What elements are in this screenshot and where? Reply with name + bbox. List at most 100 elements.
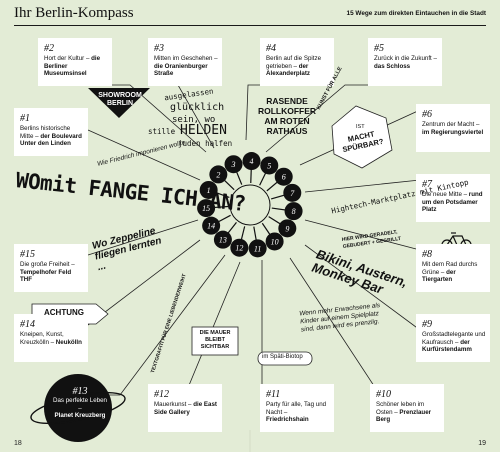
planet-icon xyxy=(30,374,126,442)
box-text: Zurück in die Zukunft – xyxy=(374,55,437,62)
box-highlight: Tempelhofer Feld THF xyxy=(20,268,72,284)
wheel-pin xyxy=(224,155,243,174)
wheel-pin xyxy=(230,238,249,257)
wheel-pin-number: 8 xyxy=(292,207,296,216)
wheel-pin-number: 14 xyxy=(207,222,215,231)
box-highlight: der Alexanderplatz xyxy=(266,62,311,78)
wheel-pin xyxy=(242,152,261,171)
spaeti-bubble xyxy=(257,351,313,366)
stille-text: stille xyxy=(148,127,176,136)
wheel-pin-number: 6 xyxy=(282,173,286,182)
wheel-pin-number: 3 xyxy=(231,160,236,169)
box-14: #14 Kneipen, Kunst, Kreuzkölln – Neuköll… xyxy=(14,314,88,362)
macht-bubble xyxy=(331,105,393,169)
wheel-pin xyxy=(209,165,228,184)
box-number: #8 xyxy=(422,249,432,260)
box-text: Mit dem Rad durchs Grüne – xyxy=(422,261,478,276)
wheel-pin-number: 2 xyxy=(216,170,220,179)
box-number: #6 xyxy=(422,109,432,120)
box-number: #5 xyxy=(374,43,384,54)
helden-text: HELDEN xyxy=(180,123,227,138)
box-text: Die große Freiheit – xyxy=(20,261,75,268)
sein-wo-text: sein, wo xyxy=(172,115,216,125)
wheel-pin xyxy=(199,180,218,199)
box-highlight: die Oranienburger Straße xyxy=(154,62,208,78)
page-number-left: 18 xyxy=(14,440,22,447)
wheel-pin-number: 7 xyxy=(290,189,295,198)
box-5: #5 Zurück in die Zukunft – das Schloss xyxy=(368,38,442,86)
box-number: #2 xyxy=(44,43,54,54)
wheel-pin-number: 9 xyxy=(285,224,289,233)
box-highlight: rund um den Potsdamer Platz xyxy=(422,191,483,214)
spaeti-text: im Späti-Biotop xyxy=(262,354,303,360)
box-text: Schöner leben im Osten – xyxy=(376,401,425,416)
header-rule xyxy=(14,25,486,26)
box-text: Berlin auf die Spitze getrieben – xyxy=(266,55,322,70)
wheel-pin xyxy=(274,167,293,186)
box-number: #7 xyxy=(422,179,432,190)
box-highlight: der Boulevard Unter den Linden xyxy=(20,132,82,148)
wheel-pin xyxy=(283,183,302,202)
box-7: #7 Die neue Mitte – rund um den Potsdame… xyxy=(416,174,490,222)
box-number: #14 xyxy=(20,319,35,330)
wheel-hub xyxy=(229,184,271,226)
box-4: #4 Berlin auf die Spitze getrieben – der… xyxy=(260,38,334,86)
box-text: Mauerkunst – xyxy=(154,401,192,408)
box-text: Party für alle, Tag und Nacht – xyxy=(266,401,327,416)
wheel-pin xyxy=(197,199,216,218)
box-number: #12 xyxy=(154,389,169,400)
box-6: #6 Zentrum der Macht – im Regierungsvier… xyxy=(416,104,490,152)
box-text: Berlins historische Mitte – xyxy=(20,125,71,140)
wheel-pin xyxy=(202,216,221,235)
page-number-right: 19 xyxy=(478,440,486,447)
box-10: #10 Schöner leben im Osten – Prenzlauer … xyxy=(370,384,444,432)
wheel-pin-number: 10 xyxy=(271,237,279,246)
wheel-pin xyxy=(260,156,279,175)
wheel-pin-number: 12 xyxy=(235,244,243,253)
showroom-label: SHOWROOM BERLIN xyxy=(98,92,142,107)
box-text: Großstadtelegante und Kaufrausch – xyxy=(422,331,486,346)
box-highlight: die Berliner Museumsinsel xyxy=(44,55,101,78)
macht-ist-text: IST xyxy=(356,124,365,130)
wheel-pin xyxy=(278,219,297,238)
wheel-pin-number: 11 xyxy=(254,244,261,253)
box-highlight: der Tiergarten xyxy=(422,268,456,284)
box-highlight: im Regierungsviertel xyxy=(422,128,484,136)
page-subtitle: 15 Wege zum direkten Eintauchen in die S… xyxy=(346,10,486,17)
box-1: #1 Berlins historische Mitte – der Boule… xyxy=(14,108,88,156)
wheel-pin xyxy=(265,232,284,251)
box-number: #4 xyxy=(266,43,276,54)
box-number: #15 xyxy=(20,249,35,260)
box-highlight: Neukölln xyxy=(55,338,82,346)
achtung-text: ACHTUNG xyxy=(44,308,84,317)
box-text: Zentrum der Macht – xyxy=(422,121,480,128)
box-text: Kneipen, Kunst, Kreuzkölln – xyxy=(20,331,64,346)
wheel-pin-number: 4 xyxy=(250,157,254,166)
box-highlight: die East Side Gallery xyxy=(154,401,217,416)
box-highlight: Friedrichshain xyxy=(266,416,309,424)
box-text: Die neue Mitte – xyxy=(422,191,468,198)
juden-helfen-text: juden halfen xyxy=(178,139,233,148)
box-highlight: Planet Kreuzberg xyxy=(54,412,106,420)
wheel-pin-number: 1 xyxy=(207,186,211,195)
wheel-pin-number: 5 xyxy=(267,161,271,170)
box-8: #8 Mit dem Rad durchs Grüne – der Tierga… xyxy=(416,244,490,292)
box-highlight: das Schloss xyxy=(374,62,411,70)
box-11: #11 Party für alle, Tag und Nacht – Frie… xyxy=(260,384,334,432)
box-number: #11 xyxy=(266,389,281,400)
rasende-text: RASENDE ROLLKOFFER AM ROTEN RATHAUS xyxy=(257,96,317,136)
wheel-pin xyxy=(248,239,267,258)
box-number: #13 xyxy=(72,386,88,397)
gluecklich-text: glücklich xyxy=(170,102,225,113)
box-text: Das perfekte Leben – xyxy=(52,397,107,412)
wheel-pin xyxy=(284,202,303,221)
box-number: #9 xyxy=(422,319,432,330)
box-13: #13 Das perfekte Leben – Planet Kreuzber… xyxy=(52,386,108,420)
box-9: #9 Großstadtelegante und Kaufrausch – de… xyxy=(416,314,490,362)
box-2: #2 Hort der Kultur – die Berliner Museum… xyxy=(38,38,112,86)
box-highlight: Prenzlauer Berg xyxy=(376,408,432,424)
box-3: #3 Mitten im Geschehen – die Oranienburg… xyxy=(148,38,222,86)
box-12: #12 Mauerkunst – die East Side Gallery xyxy=(148,384,222,432)
